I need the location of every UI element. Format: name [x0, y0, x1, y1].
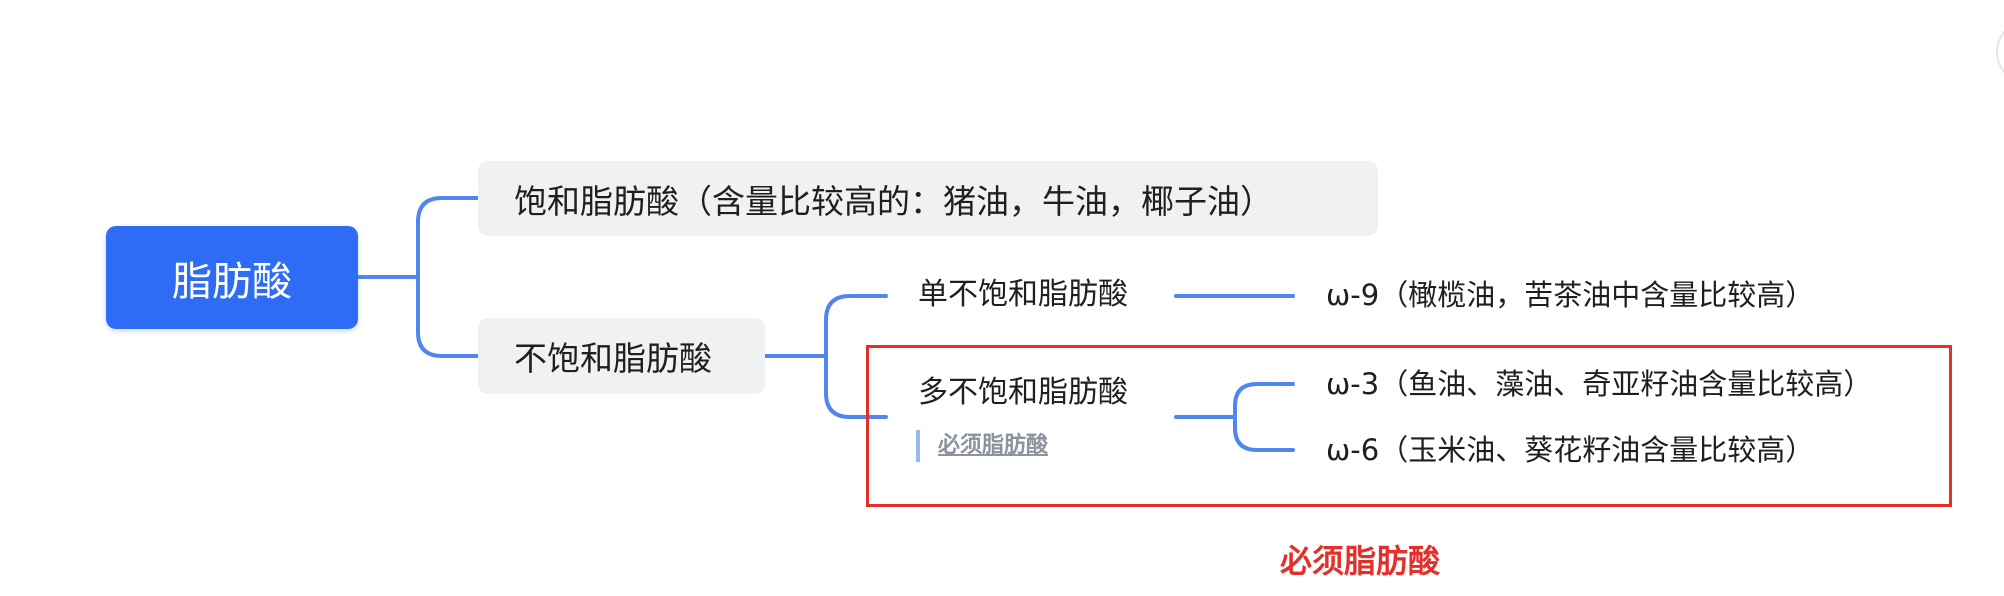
leaf-node-omega6[interactable]: ω-6（玉米油、葵花籽油含量比较高） [1326, 430, 1814, 470]
edge-button[interactable] [1996, 20, 2004, 84]
branch-node-unsaturated[interactable]: 不饱和脂肪酸 [478, 318, 765, 394]
sub-poly-note-text: 必须脂肪酸 [938, 433, 1049, 458]
root-node-label: 脂肪酸 [172, 258, 292, 305]
sub-node-polyunsaturated[interactable]: 多不饱和脂肪酸 [918, 373, 1128, 413]
annotation-text: 必须脂肪酸 [1280, 542, 1441, 580]
leaf-omega9-label: ω-9（橄榄油，苦茶油中含量比较高） [1326, 278, 1815, 312]
branch-unsaturated-label: 不饱和脂肪酸 [514, 339, 712, 378]
branch-saturated-label: 饱和脂肪酸（含量比较高的：猪油，牛油，椰子油） [514, 181, 1273, 221]
sub-mono-label: 单不饱和脂肪酸 [918, 277, 1128, 312]
leaf-omega6-label: ω-6（玉米油、葵花籽油含量比较高） [1326, 433, 1815, 467]
leaf-node-omega9[interactable]: ω-9（橄榄油，苦茶油中含量比较高） [1326, 275, 1814, 315]
connector-root-to-saturated [416, 196, 480, 279]
annotation-essential-fatty-acid: 必须脂肪酸 [1280, 536, 1440, 582]
sub-poly-label: 多不饱和脂肪酸 [918, 375, 1128, 410]
branch-node-saturated[interactable]: 饱和脂肪酸（含量比较高的：猪油，牛油，椰子油） [478, 161, 1378, 236]
highlight-frame [866, 345, 1952, 507]
connector-root-to-unsaturated [416, 275, 480, 358]
leaf-omega3-label: ω-3（鱼油、藻油、奇亚籽油含量比较高） [1326, 367, 1873, 401]
sub-poly-note[interactable]: 必须脂肪酸 [916, 430, 1048, 462]
sub-node-monounsaturated[interactable]: 单不饱和脂肪酸 [918, 275, 1128, 315]
leaf-node-omega3[interactable]: ω-3（鱼油、藻油、奇亚籽油含量比较高） [1326, 364, 1872, 404]
root-node-fatty-acid[interactable]: 脂肪酸 [106, 226, 358, 329]
